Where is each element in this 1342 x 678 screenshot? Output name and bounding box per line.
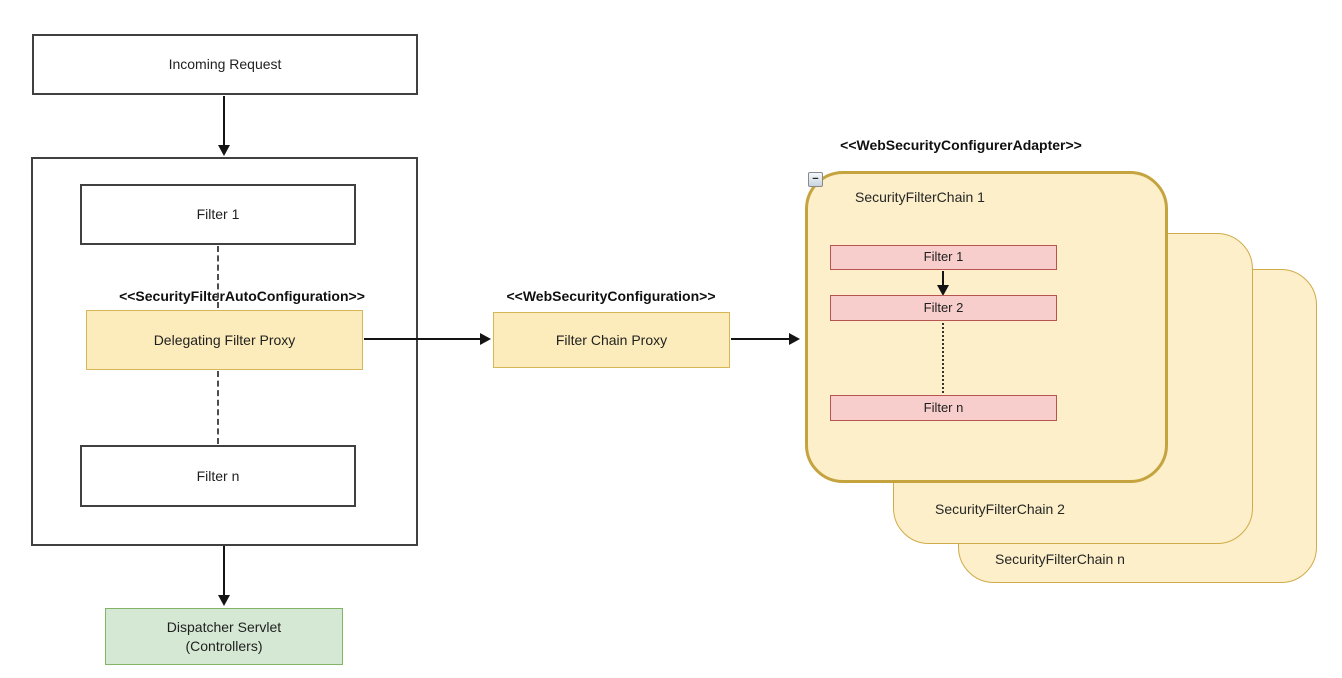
- dashed-connector-proxy-to-filtern: [217, 371, 219, 444]
- dashed-connector-filter1-to-proxy: [217, 246, 219, 308]
- chain-filter-2-box: Filter 2: [830, 295, 1057, 321]
- security-filter-chain-2-label: SecurityFilterChain 2: [935, 501, 1065, 517]
- connector-incoming-to-container-line: [223, 96, 225, 146]
- security-filter-chain-n-label: SecurityFilterChain n: [995, 551, 1125, 567]
- outer-filter-n-label: Filter n: [196, 467, 240, 484]
- arrowhead-down-icon: [937, 285, 949, 296]
- connector-chainfilter1-to-chainfilter2-line: [942, 271, 944, 286]
- delegating-filter-proxy-box: Delegating Filter Proxy: [86, 310, 363, 370]
- connector-filterchainproxy-to-chain-line: [731, 338, 790, 340]
- web-security-configurer-adapter-stereotype: <<WebSecurityConfigurerAdapter>>: [840, 137, 1082, 153]
- web-security-configuration-stereotype: <<WebSecurityConfiguration>>: [506, 288, 716, 304]
- chain-filter-n-label: Filter n: [923, 399, 964, 415]
- arrowhead-down-icon: [218, 595, 230, 606]
- incoming-request-box: Incoming Request: [32, 34, 418, 95]
- outer-filter-1-box: Filter 1: [80, 184, 356, 245]
- outer-filter-n-box: Filter n: [80, 445, 356, 507]
- collapse-icon-glyph: −: [812, 173, 819, 185]
- dispatcher-servlet-box: Dispatcher Servlet (Controllers): [105, 608, 343, 665]
- filter-chain-proxy-label: Filter Chain Proxy: [555, 331, 668, 348]
- security-filter-chain-1-box: [805, 171, 1168, 483]
- chain-filter-1-label: Filter 1: [923, 249, 964, 265]
- security-filter-chain-1-label: SecurityFilterChain 1: [855, 189, 985, 205]
- dotted-connector-chainfilter2-to-chainfiltern: [942, 323, 944, 393]
- chain-filter-n-box: Filter n: [830, 395, 1057, 421]
- filter-chain-proxy-box: Filter Chain Proxy: [493, 312, 730, 368]
- arrowhead-down-icon: [218, 145, 230, 156]
- security-filter-auto-configuration-stereotype: <<SecurityFilterAutoConfiguration>>: [119, 288, 365, 304]
- chain-filter-1-box: Filter 1: [830, 245, 1057, 270]
- collapse-icon[interactable]: −: [808, 172, 823, 187]
- outer-filter-1-label: Filter 1: [196, 206, 240, 223]
- connector-proxy-to-filterchainproxy-line: [364, 338, 481, 340]
- dispatcher-servlet-label-line2: (Controllers): [185, 637, 263, 654]
- chain-filter-2-label: Filter 2: [923, 299, 964, 315]
- arrowhead-right-icon: [480, 333, 491, 345]
- incoming-request-label: Incoming Request: [168, 56, 282, 73]
- connector-container-to-dispatcher-line: [223, 546, 225, 596]
- delegating-filter-proxy-label: Delegating Filter Proxy: [153, 331, 296, 348]
- dispatcher-servlet-label-line1: Dispatcher Servlet: [166, 619, 282, 636]
- arrowhead-right-icon: [789, 333, 800, 345]
